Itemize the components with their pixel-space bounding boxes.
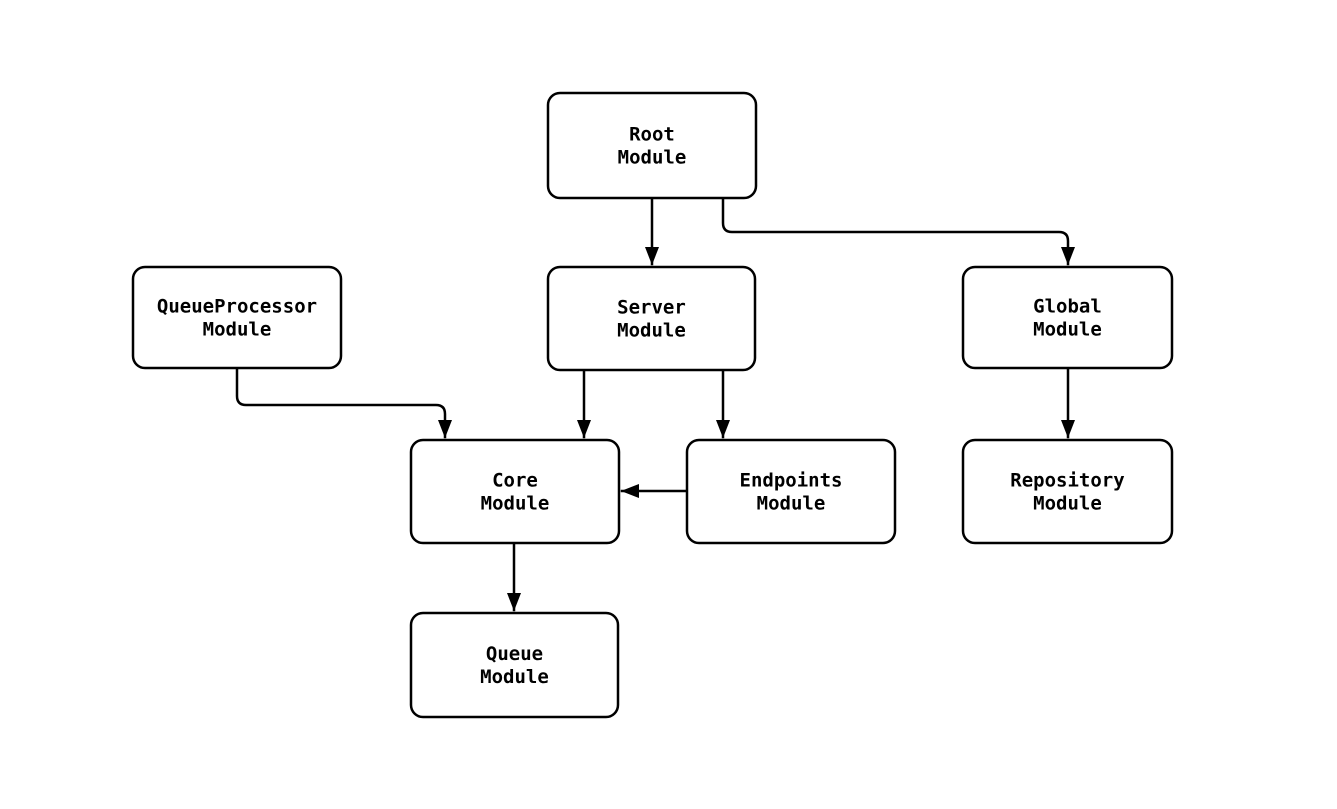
node-box [409,438,621,545]
node-box [961,438,1174,545]
node-box [409,611,620,719]
node-box [961,265,1174,370]
node-box [131,265,343,370]
node-box [685,438,897,545]
node-box [546,91,758,200]
edge-queueprocessor-to-core [235,366,452,439]
edges-layer [235,196,1075,612]
edge-root-to-global [721,196,1075,266]
node-box [546,265,757,372]
